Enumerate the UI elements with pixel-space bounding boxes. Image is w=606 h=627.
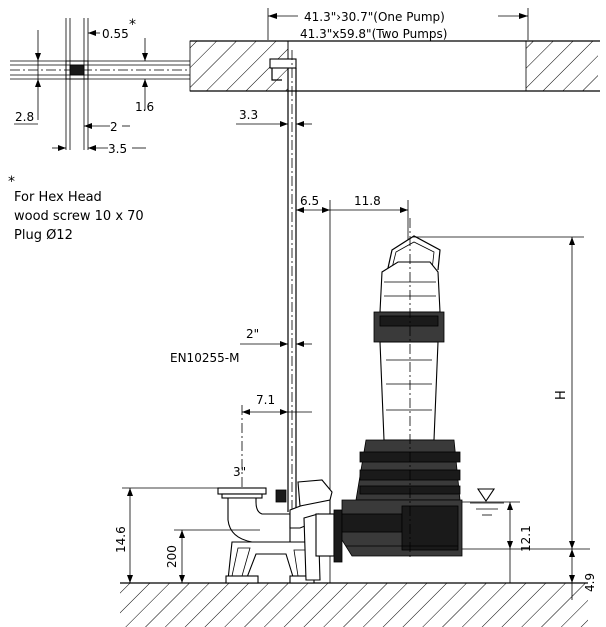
dim-7-1: 7.1 (256, 393, 275, 407)
note-line-1: For Hex Head (14, 190, 102, 205)
dim-3-5: 3.5 (108, 142, 127, 156)
dim-3-inch: 3" (233, 465, 246, 479)
dim-one-pump: 41.3"›30.7"(One Pump) (304, 10, 445, 24)
dim-6-5: 6.5 (300, 194, 319, 208)
discharge-base (217, 479, 343, 584)
note-line-2: wood screw 10 x 70 (14, 209, 144, 224)
dim-2-8: 2.8 (15, 110, 34, 124)
dim-7-1-group: 7.1 (241, 393, 312, 490)
plug-detail: 0.55 * 1.6 2.8 2 3.5 (10, 17, 190, 156)
water-level-symbol (470, 488, 504, 516)
note-line-3: Plug Ø12 (14, 228, 73, 243)
dim-1-6: 1.6 (135, 100, 154, 114)
dim-3-3-group: 3.3 (236, 108, 312, 127)
dim-14-6-group: 14.6 (114, 487, 228, 583)
dim-200-group: 200 (165, 529, 260, 583)
submersible-pump (341, 235, 463, 557)
note-asterisk: * (8, 174, 15, 190)
ceiling-slab (189, 40, 600, 92)
dim-two-pumps: 41.3"x59.8"(Two Pumps) (300, 27, 447, 41)
dim-11-8-group: 11.8 (330, 194, 409, 240)
dim-3-3: 3.3 (239, 108, 258, 122)
dim-4-9: 4.9 (583, 573, 597, 592)
screw-note: * For Hex Head wood screw 10 x 70 Plug Ø… (8, 174, 144, 243)
guide-pipe (269, 50, 297, 520)
asterisk-mark: * (129, 17, 136, 33)
dim-pipe-size: 2" (246, 327, 259, 341)
dim-14-6: 14.6 (114, 526, 128, 553)
dim-0-55: 0.55 (102, 27, 129, 41)
pipe-standard: EN10255-M (170, 351, 239, 365)
dim-4-9-group: 4.9 (462, 548, 597, 600)
dim-H: H (554, 390, 569, 400)
dim-H-group: H (412, 236, 584, 549)
pit-dimension: 41.3"›30.7"(One Pump) 41.3"x59.8"(Two Pu… (267, 8, 529, 41)
dim-11-8: 11.8 (354, 194, 381, 208)
dim-200: 200 (165, 545, 179, 568)
dim-12-1-group: 12.1 (462, 501, 533, 583)
dim-2: 2 (110, 120, 118, 134)
pipe-spec-group: 2" EN10255-M (170, 327, 312, 365)
floor-slab (120, 582, 588, 627)
dim-12-1: 12.1 (519, 525, 533, 552)
